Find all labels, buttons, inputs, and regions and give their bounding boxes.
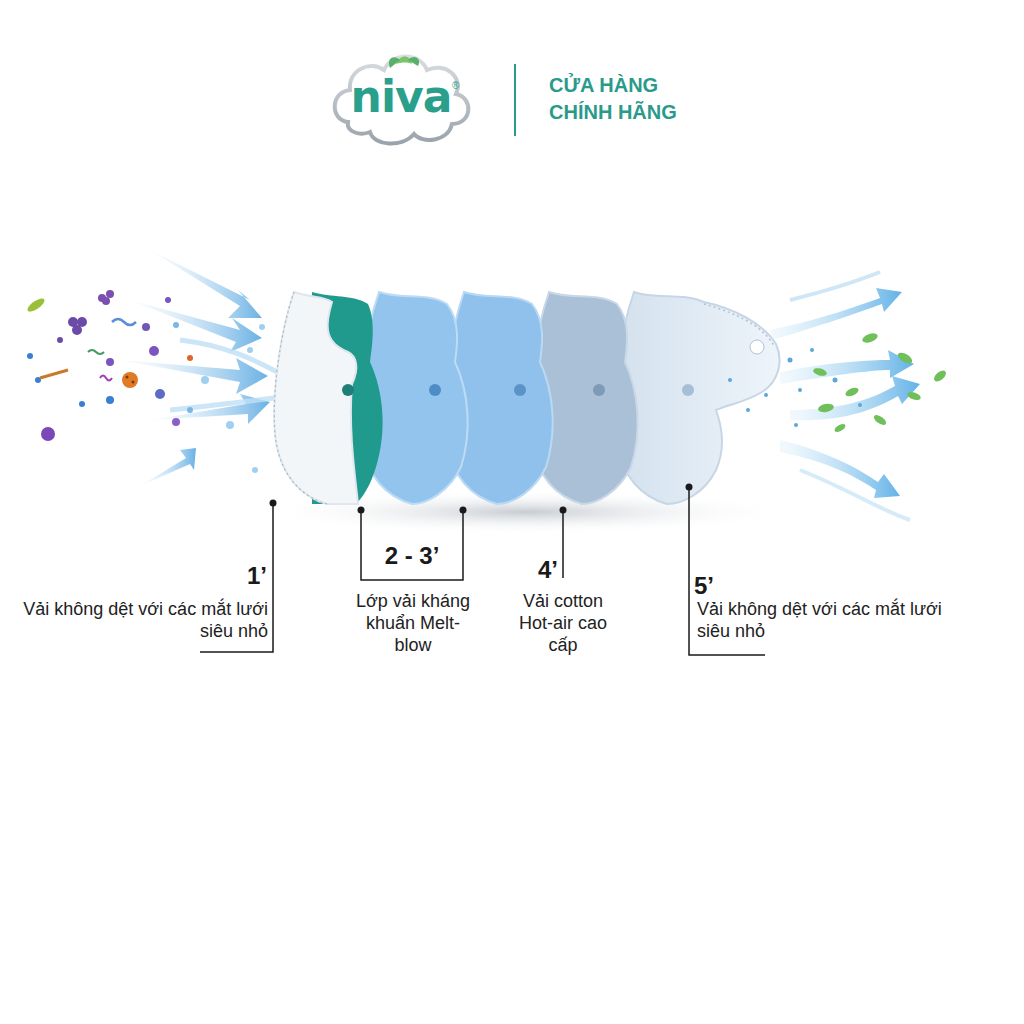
germs — [26, 290, 265, 473]
callout-number: 5’ — [694, 572, 734, 600]
clean-airflow — [770, 272, 920, 520]
divider — [514, 64, 516, 136]
callout-number: 4’ — [528, 556, 558, 584]
leader-lines — [200, 487, 765, 655]
layer-1 — [274, 292, 382, 504]
leader-dots — [270, 484, 693, 514]
callout-number: 1’ — [200, 562, 267, 590]
leaves — [812, 332, 948, 434]
callout-number: 2 - 3’ — [367, 542, 457, 570]
layer-description: Lớp vải kháng khuẩn Melt-blow — [354, 590, 472, 656]
layer-description: Vải không dệt với các mắt lưới siêu nhỏ — [18, 598, 268, 642]
clean-particles — [728, 348, 862, 427]
layer-description: Vải không dệt với các mắt lưới siêu nhỏ — [697, 598, 957, 642]
logo-cloud: niva — [330, 50, 472, 148]
layer-description: Vải cotton Hot-air cao cấp — [510, 590, 616, 656]
trademark: ® — [452, 80, 466, 91]
incoming-airflow — [120, 250, 300, 486]
store-badge: CỬA HÀNG CHÍNH HÃNG — [549, 72, 699, 126]
layer-5 — [614, 292, 779, 504]
brand-name: niva — [330, 72, 472, 122]
